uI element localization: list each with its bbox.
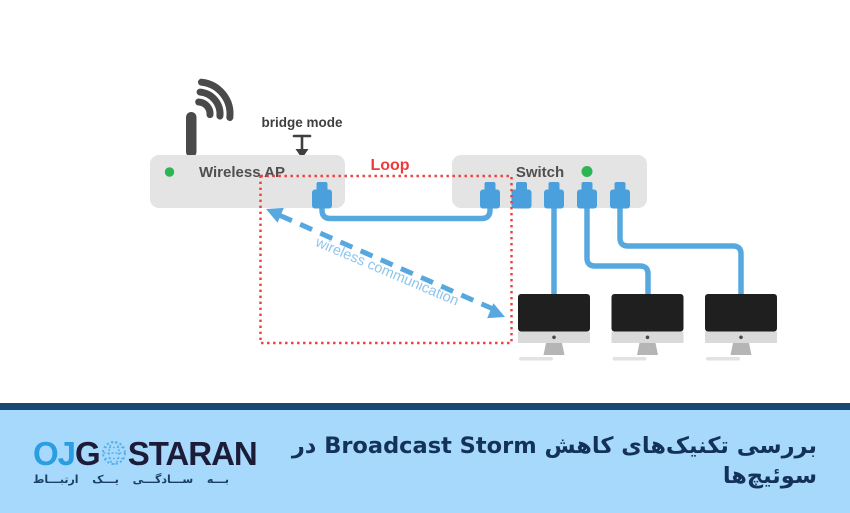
logo-tagline: بـــه ســـادگـــی یـــک ارتبـــاط	[33, 473, 229, 486]
switch-led	[581, 166, 593, 177]
wireless-ap-led	[164, 167, 175, 177]
switch-box	[452, 155, 647, 208]
monitor-2	[611, 294, 684, 361]
network-diagram: bridge mode Wireless AP Switch	[150, 78, 777, 361]
monitor-1	[518, 294, 590, 361]
switch-port-2-icon	[511, 182, 532, 209]
cable-to-monitor-2	[584, 195, 651, 299]
switch-port-5-icon	[610, 182, 630, 209]
cable-ap-to-switch	[319, 195, 493, 222]
switch-port-1-icon	[480, 182, 500, 209]
tagline-word: بـــه	[206, 473, 229, 486]
cable-to-monitor-3	[617, 195, 744, 299]
tagline-word: یـــک	[92, 473, 119, 486]
wifi-antenna-icon	[186, 78, 234, 157]
loop-label: Loop	[370, 157, 409, 174]
footer-accent-bar	[0, 403, 850, 410]
globe-icon	[101, 438, 127, 471]
ap-port-icon	[312, 182, 332, 209]
wireless-link-arrow	[266, 207, 505, 319]
logo-g-text: G	[75, 435, 101, 472]
switch-port-4-icon	[577, 182, 597, 209]
switch-label: Switch	[516, 164, 564, 181]
bridge-mode-label: bridge mode	[261, 115, 342, 130]
logo-oj-text: OJ	[33, 435, 76, 472]
footer-title: بررسی تکنیک‌های کاهش Broadcast Storm در …	[291, 433, 817, 489]
wireless-ap-box	[150, 155, 345, 208]
switch-port-3-icon	[544, 182, 564, 209]
wireless-link-label: wireless communication	[312, 234, 461, 309]
network-cables	[319, 195, 744, 299]
down-arrow-icon	[292, 134, 312, 159]
logo-staran-text: STARAN	[127, 435, 258, 472]
ethernet-ports	[312, 182, 630, 209]
tagline-word: ارتبـــاط	[33, 473, 79, 486]
tagline-word: ســـادگـــی	[132, 473, 194, 486]
wireless-ap-label: Wireless AP	[199, 164, 285, 181]
monitor-3	[705, 294, 777, 361]
